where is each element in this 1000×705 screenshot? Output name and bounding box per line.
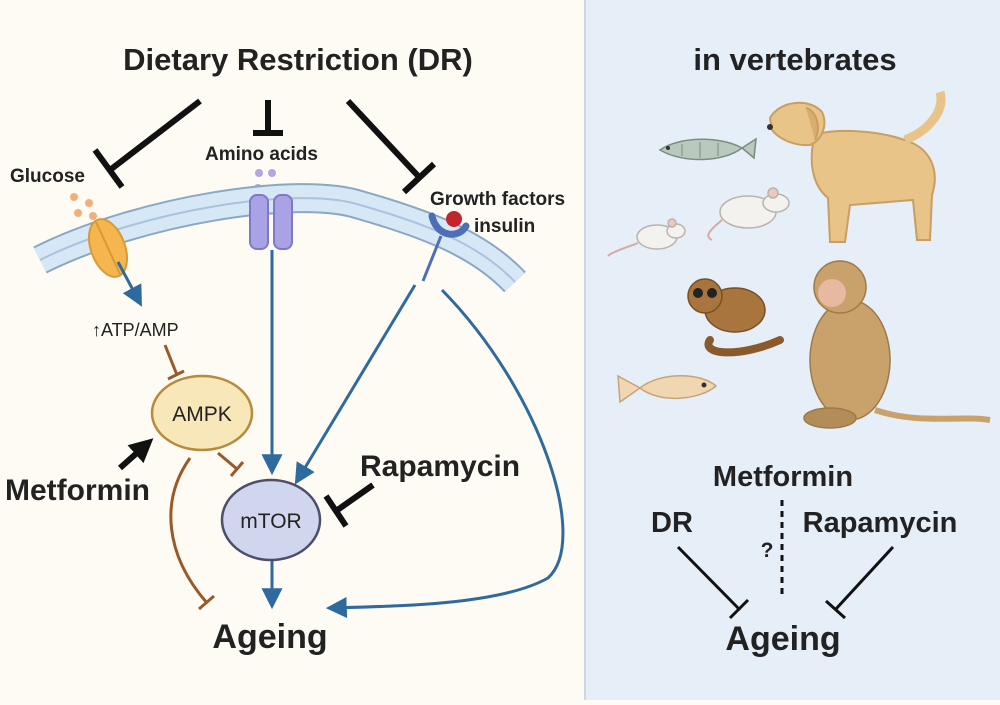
rapamycin-label-right: Rapamycin xyxy=(803,507,958,539)
ageing-label-left: Ageing xyxy=(212,618,327,656)
fish-icon xyxy=(658,137,757,161)
rapamycin-label: Rapamycin xyxy=(360,450,520,483)
blue-activation-arrows xyxy=(116,250,565,619)
rapamycin-inhibition xyxy=(323,482,375,528)
right-title: in vertebrates xyxy=(693,42,896,77)
glucose-label: Glucose xyxy=(10,166,85,187)
metformin-label: Metformin xyxy=(5,474,150,507)
amino-acids-label: Amino acids xyxy=(205,144,318,165)
monkey-icon xyxy=(803,260,991,429)
dr-label-right: DR xyxy=(651,507,693,539)
lemur-icon xyxy=(687,278,784,357)
atp-amp-label: ↑ATP/AMP xyxy=(92,320,179,340)
mtor-node: mTOR xyxy=(220,478,322,562)
insulin-receptor-icon xyxy=(421,211,470,282)
dog-icon xyxy=(767,90,946,243)
dr-inhibition-lines xyxy=(92,98,437,195)
question-mark: ? xyxy=(761,539,774,562)
left-title: Dietary Restriction (DR) xyxy=(123,42,473,77)
mtor-label: mTOR xyxy=(240,510,301,533)
mouse-icon xyxy=(607,218,686,257)
insulin-label: insulin xyxy=(474,216,535,237)
left-panel-bg xyxy=(0,0,585,700)
metformin-label-right: Metformin xyxy=(713,461,853,493)
ampk-node: AMPK xyxy=(150,374,254,452)
metformin-arrow xyxy=(118,438,154,471)
brown-inhibition-lines xyxy=(163,344,245,611)
ageing-label-right: Ageing xyxy=(725,620,840,658)
amino-acid-channel-icon xyxy=(249,194,293,250)
glucose-molecules xyxy=(70,193,97,220)
ampk-label: AMPK xyxy=(172,403,232,426)
cell-membrane xyxy=(33,183,526,293)
killifish-icon xyxy=(617,374,718,404)
rat-icon xyxy=(707,187,790,241)
growth-factors-label: Growth factors xyxy=(430,189,565,210)
right-inhibition-lines xyxy=(676,545,895,620)
